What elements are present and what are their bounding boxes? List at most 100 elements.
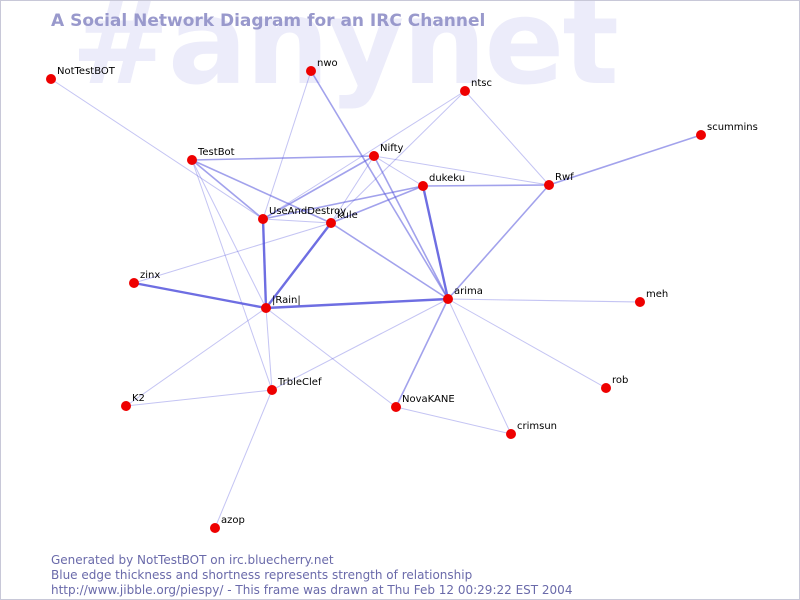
edge-rain-arima xyxy=(265,297,449,310)
node-k2: K2 xyxy=(121,393,145,411)
node-azop: azop xyxy=(210,515,245,533)
node-dot-nottestbot xyxy=(46,74,56,84)
edge-trbleclef-k2 xyxy=(125,389,273,407)
edge-nottestbot-useanddestroy xyxy=(50,78,264,220)
edge-zinx-kule xyxy=(133,222,332,284)
node-kule: kule xyxy=(326,210,358,228)
edge-dukeku-useanddestroy xyxy=(262,185,424,220)
node-label-kule: kule xyxy=(337,210,358,221)
edge-zinx-rain xyxy=(133,281,267,310)
node-label-arima: arima xyxy=(454,286,483,297)
edge-arima-trbleclef xyxy=(271,298,449,391)
edge-arima-rob xyxy=(447,298,607,389)
node-label-testbot: TestBot xyxy=(197,147,235,158)
edge-nifty-rwf xyxy=(373,155,550,186)
edge-ntsc-rwf xyxy=(464,90,550,186)
edge-arima-crimsun xyxy=(447,298,512,435)
node-dot-meh xyxy=(635,297,645,307)
node-dot-dukeku xyxy=(418,181,428,191)
edge-ntsc-useanddestroy xyxy=(262,90,466,220)
node-dot-arima xyxy=(443,294,453,304)
node-label-nottestbot: NotTestBOT xyxy=(57,66,116,77)
node-dot-rwf xyxy=(544,180,554,190)
node-dot-scummins xyxy=(696,130,706,140)
edge-useanddestroy-rain xyxy=(261,218,268,309)
footer: Generated by NotTestBOT on irc.bluecherr… xyxy=(51,553,572,598)
node-nifty: Nifty xyxy=(369,143,404,161)
node-label-dukeku: dukeku xyxy=(429,173,465,184)
node-dot-azop xyxy=(210,523,220,533)
node-arima: arima xyxy=(443,286,483,304)
node-dot-testbot xyxy=(187,155,197,165)
edge-scummins-rwf xyxy=(548,134,702,186)
node-dot-crimsun xyxy=(506,429,516,439)
edge-nifty-useanddestroy xyxy=(262,155,375,220)
edge-dukeku-arima xyxy=(421,185,450,300)
node-novakane: NovaKANE xyxy=(391,394,455,412)
edge-nwo-useanddestroy xyxy=(262,70,312,220)
node-label-useanddestroy: UseAndDestroy xyxy=(269,206,346,217)
edge-useanddestroy-kule xyxy=(262,218,332,224)
node-meh: meh xyxy=(635,289,668,307)
node-useanddestroy: UseAndDestroy xyxy=(258,206,346,224)
node-testbot: TestBot xyxy=(187,147,235,165)
node-dot-nwo xyxy=(306,66,316,76)
edge-testbot-trbleclef xyxy=(191,159,273,391)
node-dot-zinx xyxy=(129,278,139,288)
footer-link-timestamp: http://www.jibble.org/piespy/ - This fra… xyxy=(51,583,573,597)
edge-rain-k2 xyxy=(125,307,267,407)
node-dot-k2 xyxy=(121,401,131,411)
edge-dukeku-kule xyxy=(330,185,424,224)
node-label-azop: azop xyxy=(221,515,245,526)
node-label-rwf: Rwf xyxy=(555,172,574,183)
node-label-nwo: nwo xyxy=(317,58,338,69)
edge-kule-arima xyxy=(330,222,449,300)
node-trbleclef: TrbleClef xyxy=(267,377,322,395)
node-dot-nifty xyxy=(369,151,379,161)
node-dot-rob xyxy=(601,383,611,393)
edge-nwo-arima xyxy=(310,70,449,300)
node-dot-rain xyxy=(261,303,271,313)
edge-kule-rain xyxy=(265,222,332,309)
node-rain: |Rain| xyxy=(261,295,301,313)
footer-legend-note: Blue edge thickness and shortness repres… xyxy=(51,568,473,582)
node-crimsun: crimsun xyxy=(506,421,557,439)
edge-trbleclef-azop xyxy=(214,389,273,529)
node-zinx: zinx xyxy=(129,270,160,288)
node-dot-useanddestroy xyxy=(258,214,268,224)
node-label-scummins: scummins xyxy=(707,122,758,133)
edge-arima-novakane xyxy=(395,298,449,408)
edge-testbot-useanddestroy xyxy=(191,159,264,220)
node-dot-ntsc xyxy=(460,86,470,96)
node-label-rain: |Rain| xyxy=(272,295,301,306)
edge-nifty-dukeku xyxy=(373,155,424,187)
node-dukeku: dukeku xyxy=(418,173,465,191)
node-ntsc: ntsc xyxy=(460,78,492,96)
edge-rwf-arima xyxy=(447,184,550,300)
node-scummins: scummins xyxy=(696,122,758,140)
edge-testbot-nifty xyxy=(191,155,375,161)
edge-dukeku-rwf xyxy=(422,184,550,187)
edge-testbot-kule xyxy=(191,159,332,224)
node-label-k2: K2 xyxy=(132,393,145,404)
node-label-meh: meh xyxy=(646,289,668,300)
node-label-nifty: Nifty xyxy=(380,143,404,154)
edge-arima-meh xyxy=(447,298,641,303)
node-dot-trbleclef xyxy=(267,385,277,395)
edge-nifty-kule xyxy=(330,155,375,224)
footer-generated-by: Generated by NotTestBOT on irc.bluecherr… xyxy=(51,553,334,567)
node-nottestbot: NotTestBOT xyxy=(46,66,116,84)
node-label-ntsc: ntsc xyxy=(471,78,492,89)
edge-testbot-rain xyxy=(191,159,267,309)
node-dot-kule xyxy=(326,218,336,228)
edge-rain-novakane xyxy=(265,307,397,408)
node-nwo: nwo xyxy=(306,58,338,76)
node-label-rob: rob xyxy=(612,375,628,386)
edge-novakane-crimsun xyxy=(395,406,512,435)
edges-layer xyxy=(50,70,702,529)
node-label-trbleclef: TrbleClef xyxy=(277,377,322,388)
node-label-crimsun: crimsun xyxy=(517,421,557,432)
